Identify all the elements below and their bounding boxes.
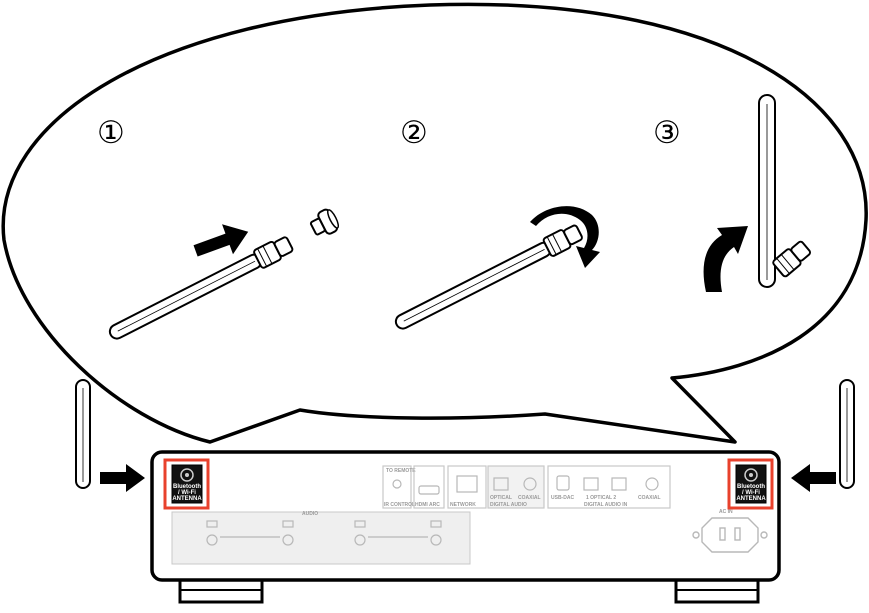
right-antenna-label-3: ANTENNA (736, 496, 766, 502)
device-feet (178, 576, 760, 604)
hdmi-port-icon (418, 485, 440, 495)
curved-arrow-icon (703, 226, 748, 292)
left-antenna-label-2: / Wi-Fi (178, 490, 196, 496)
step-3-illustration (703, 94, 811, 292)
right-antenna-terminal: Bluetooth / Wi-Fi ANTENNA (727, 458, 774, 510)
right-antenna-label-2: / Wi-Fi (742, 490, 760, 496)
right-push-arrow-icon (791, 464, 836, 492)
optical-1-port-icon (583, 477, 599, 491)
ir-control-label: IR CONTROL (384, 502, 415, 508)
left-antenna-icon (75, 379, 91, 489)
device-rear-panel: AUDIO TO REMOTE IR CONTROL HDMI ARC NETW… (150, 450, 781, 582)
audio-label: AUDIO (302, 511, 318, 517)
push-arrow-icon (193, 224, 249, 257)
step-2-illustration (394, 206, 600, 330)
step-2-number: ② (400, 115, 428, 151)
coaxial-in-label: COAXIAL (638, 495, 661, 501)
optical-in-label: 1 OPTICAL 2 (586, 495, 616, 501)
ethernet-port-icon (456, 475, 478, 493)
rotate-arrow-icon (530, 206, 600, 268)
optical-out-port-icon (493, 477, 509, 491)
usb-dac-label: USB-DAC (551, 495, 574, 501)
antenna-rod-icon (394, 224, 583, 330)
left-antenna-terminal: Bluetooth / Wi-Fi ANTENNA (163, 458, 210, 510)
hdmi-arc-label: HDMI ARC (415, 502, 440, 508)
left-antenna-label-3: ANTENNA (172, 496, 202, 502)
step-3-number: ③ (653, 115, 681, 151)
coaxial-out-label: COAXIAL (518, 495, 541, 501)
antenna-upright-icon (758, 94, 811, 288)
optical-2-port-icon (611, 477, 627, 491)
ac-in-label: AC IN (719, 509, 733, 515)
left-push-arrow-icon (100, 464, 145, 492)
ac-inlet-icon (692, 517, 768, 553)
antenna-rod-icon (108, 236, 294, 340)
optical-out-label: OPTICAL (490, 495, 512, 501)
step-1-number: ① (97, 115, 125, 151)
step-1-illustration (108, 208, 340, 340)
coaxial-in-port-icon (645, 477, 659, 491)
coaxial-out-port-icon (523, 477, 537, 491)
ir-jack-icon (392, 479, 402, 489)
digital-audio-in-label: DIGITAL AUDIO IN (584, 502, 628, 508)
right-antenna-icon (839, 379, 855, 489)
speech-bubble (1, 2, 868, 444)
network-label: NETWORK (450, 502, 476, 508)
connector-icon (309, 208, 340, 236)
speaker-terminals (206, 520, 442, 546)
right-antenna-label-1: Bluetooth (737, 484, 765, 490)
left-antenna-label-1: Bluetooth (173, 484, 201, 490)
digital-audio-out-label: DIGITAL AUDIO (490, 502, 527, 508)
to-remote-label: TO REMOTE (386, 468, 416, 474)
usb-dac-port-icon (556, 475, 570, 491)
